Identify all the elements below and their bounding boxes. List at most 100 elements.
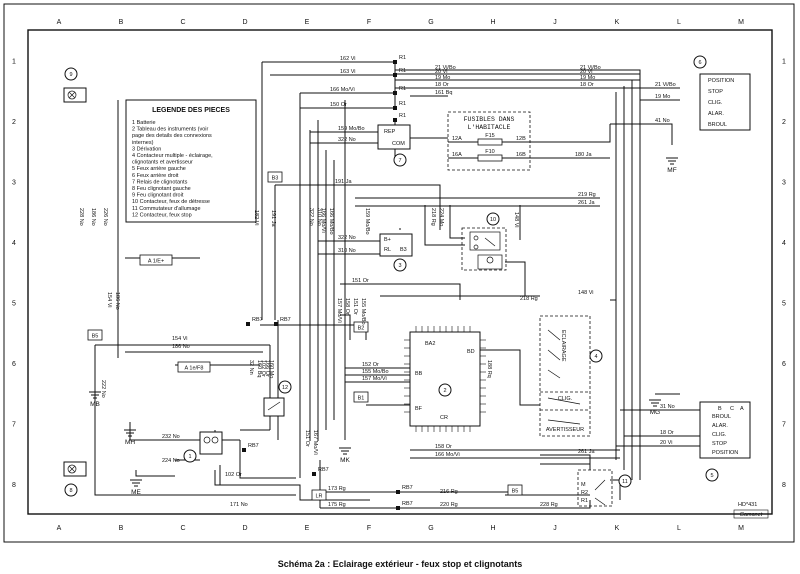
fuse-pin-12b: 12B xyxy=(516,136,526,142)
component-12: 12 xyxy=(282,385,288,391)
wire-label: 20 Vi xyxy=(660,440,672,446)
wire-label: 191 Ja xyxy=(270,210,276,227)
legend-item: page des details des connexions xyxy=(132,133,212,139)
fuse-f10: F10 xyxy=(485,149,494,155)
wire-label: 310 No xyxy=(316,208,322,226)
wire-label: 166 Mo/Vi xyxy=(320,208,326,233)
fuse-box: FUSIBLES DANS L'HABITACLE F15 F10 12A 12… xyxy=(447,111,531,171)
grid-col-top-D: D xyxy=(242,19,247,26)
grid-col-top-M: M xyxy=(738,19,744,26)
legend-item: 1 Batterie xyxy=(132,120,156,126)
panel-bd: BD xyxy=(467,349,475,355)
component-3: 3 xyxy=(398,263,401,269)
connector-label: B5 xyxy=(92,334,99,340)
grid-col-bottom-A: A xyxy=(57,525,62,532)
legend-item: 11 Commutateur d'allumage xyxy=(132,206,201,212)
relay-rep: REP xyxy=(384,129,396,135)
marker-label: R1 xyxy=(399,68,406,74)
wire-label: 228 Rg xyxy=(540,502,558,508)
component-8: 8 xyxy=(69,488,72,494)
ground-label: ME xyxy=(131,489,141,496)
rear-left-label: ALAR. xyxy=(712,423,728,429)
wire-label: 186 No xyxy=(114,292,120,310)
legend-item: 7 Relais de clignotants xyxy=(132,179,188,185)
wire-label: 20 Vi xyxy=(580,69,592,75)
marker-label: RB7 xyxy=(280,317,291,323)
rear-right-label: ALAR. xyxy=(708,111,724,117)
panel-cr: CR xyxy=(440,415,448,421)
ign-r1: R1 xyxy=(581,498,588,504)
wire-label: 150 Or xyxy=(330,102,347,108)
wire-label: 18 Or xyxy=(580,82,594,88)
legend-item: 12 Contacteur, feux stop xyxy=(132,212,192,218)
grid-col-top-K: K xyxy=(615,19,620,26)
wire-label: 166 Mo/Bo xyxy=(328,208,334,235)
hazard-switch: 10 xyxy=(461,212,507,271)
relay-com: COM xyxy=(392,141,405,147)
grid-col-bottom-E: E xyxy=(305,525,310,532)
rear-right-label: CLIG. xyxy=(708,100,723,106)
rear-right-label: STOP xyxy=(708,89,723,95)
wire-label: 151 Or xyxy=(352,298,358,315)
wire-label: 180 Ja xyxy=(575,152,592,158)
wire-label: 160 Bq xyxy=(256,360,262,377)
component-1: 1 xyxy=(188,454,191,460)
wire-label: 155 Mo/Bo xyxy=(362,369,389,375)
junction-marker xyxy=(312,472,316,476)
fuse-pin-12a: 12A xyxy=(452,136,462,142)
connector-box xyxy=(353,391,369,403)
wire-label: 322 No xyxy=(338,235,356,241)
grid-row-right-1: 1 xyxy=(782,58,786,65)
rear-right-label: POSITION xyxy=(708,78,734,84)
marker-label: R1 xyxy=(399,101,406,107)
wire-label: 161 Bq xyxy=(435,90,452,96)
legend-item: 8 Feu clignotant gauche xyxy=(132,186,191,192)
wire-label: 232 No xyxy=(162,434,180,440)
wire-label: 224 No xyxy=(162,458,180,464)
wire-label: 151 Or xyxy=(352,278,369,284)
junction-marker xyxy=(393,91,397,95)
wire-label: 310 No xyxy=(338,248,356,254)
wire-label: 261 Ja xyxy=(578,200,595,206)
component-9: 9 xyxy=(69,72,72,78)
wire-label: 21 Vi/Bo xyxy=(655,82,676,88)
ground-label: MB xyxy=(90,401,100,408)
junction-marker xyxy=(396,490,400,494)
wire-label: 222 No xyxy=(100,380,106,398)
grid-row-right-4: 4 xyxy=(782,240,786,247)
wire-label: 167 Mo/Vi xyxy=(312,430,318,455)
marker-label: R1 xyxy=(399,55,406,61)
brake-light-switch: 12 xyxy=(263,380,292,417)
grid-row-right-2: 2 xyxy=(782,119,786,126)
wire-label: 41 No xyxy=(655,118,670,124)
wire-label: 228 No xyxy=(78,208,84,226)
wire-label: 19 Mo xyxy=(580,75,595,81)
grid-col-bottom-H: H xyxy=(490,525,495,532)
wire-label: 160 Mo xyxy=(268,360,274,378)
rl-head-c: C xyxy=(730,406,734,412)
marker-label: RB7 xyxy=(252,317,263,323)
ground-symbol xyxy=(666,157,678,165)
wire-label: 151 Or xyxy=(304,430,310,447)
panel-ba2: BA2 xyxy=(425,341,435,347)
wire-label: 152 Or xyxy=(362,362,379,368)
ignition-switch: M R2 R1 11 xyxy=(577,469,632,507)
grid-row-right-5: 5 xyxy=(782,300,786,307)
signature: Gamanet xyxy=(740,512,763,518)
component-11: 11 xyxy=(622,479,628,485)
marker-label: RB7 xyxy=(402,501,413,507)
fuse-box-title-2: L'HABITACLE xyxy=(468,124,511,131)
grid-col-bottom-J: J xyxy=(553,525,557,532)
wire-label: 19 Mo xyxy=(435,75,450,81)
ground-label: MK xyxy=(340,457,350,464)
connector-label: A 1e/F8 xyxy=(185,366,204,372)
front-indicator-left: 8 xyxy=(63,461,87,497)
wire-label: 21 Vi/Bo xyxy=(435,65,456,71)
grid-col-top-F: F xyxy=(367,19,371,26)
grid-col-top-E: E xyxy=(305,19,310,26)
ground-symbol xyxy=(124,429,136,437)
ign-r2: R2 xyxy=(581,490,588,496)
